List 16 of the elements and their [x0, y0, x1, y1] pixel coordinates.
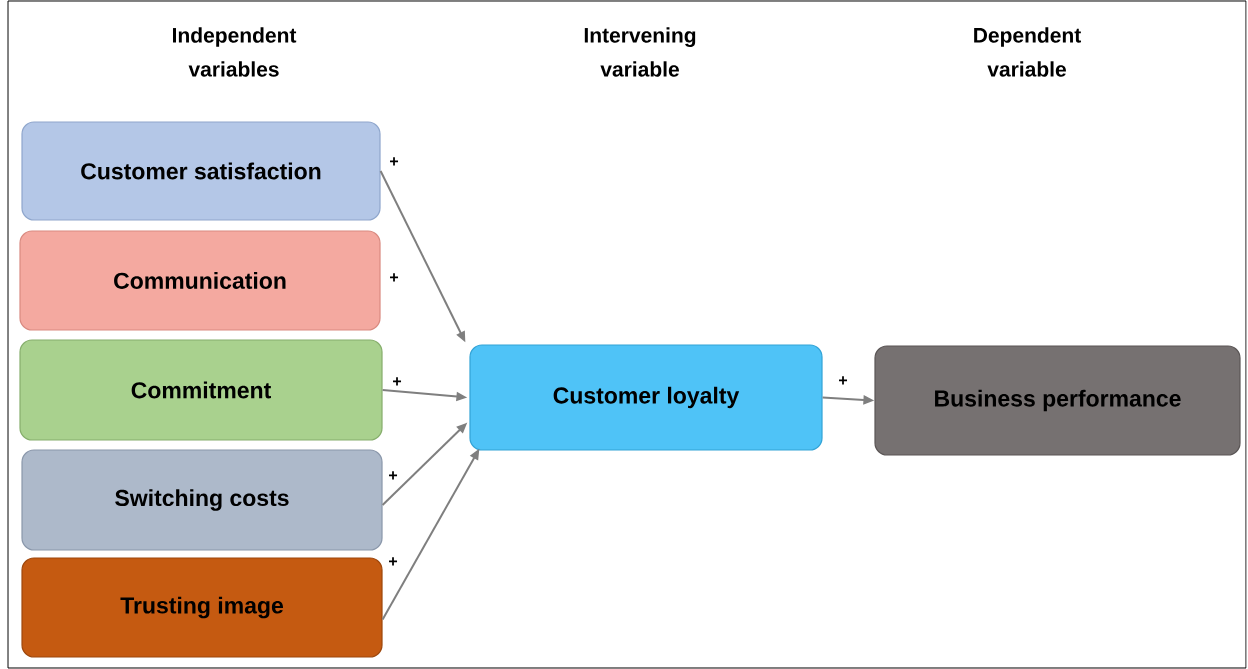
variable-box: Trusting image	[21, 557, 383, 658]
variable-box: Switching costs	[21, 449, 383, 551]
edge-label: +	[390, 157, 399, 166]
plus-sign: +	[390, 273, 399, 282]
edge-label: +	[389, 557, 398, 566]
variable-box: Customer satisfaction	[21, 121, 381, 221]
column-heading: Intervening variable	[584, 27, 696, 77]
variable-box: Customer loyalty	[469, 344, 823, 451]
edge-label: +	[839, 376, 847, 385]
variable-box: Business performance	[874, 345, 1241, 456]
edge-label: +	[393, 377, 402, 386]
column-heading: Dependent variable	[974, 27, 1081, 77]
column-heading: Independent variables	[173, 27, 297, 77]
edge-label: +	[389, 471, 398, 480]
variable-box: Commitment	[19, 339, 383, 441]
variable-box: Communication	[19, 230, 381, 331]
